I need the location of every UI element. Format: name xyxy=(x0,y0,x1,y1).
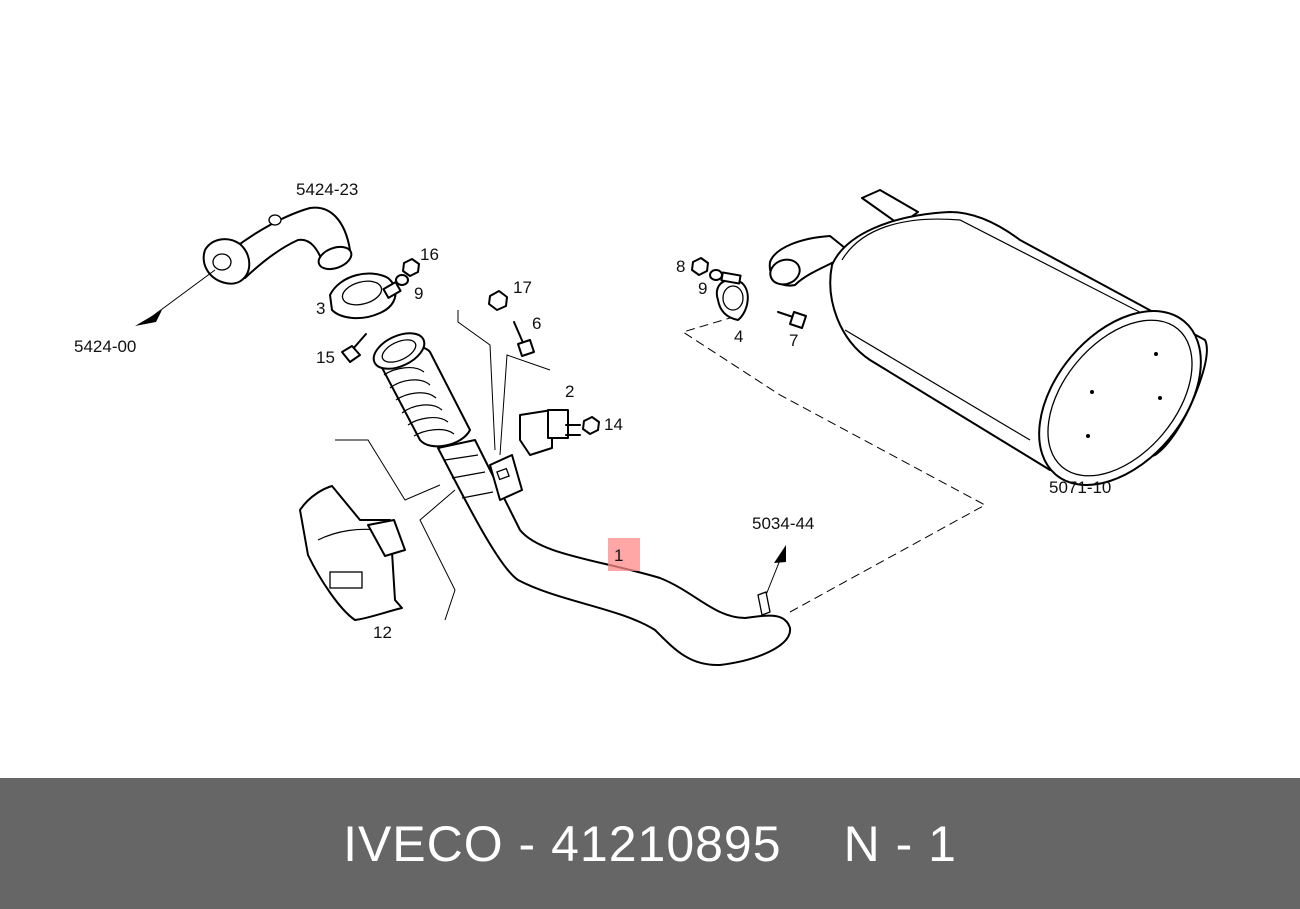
nut-17 xyxy=(488,290,508,311)
leader-lines xyxy=(335,310,551,621)
label-2: 2 xyxy=(565,382,574,401)
label-9-left: 9 xyxy=(414,284,423,303)
label-4: 4 xyxy=(734,327,743,346)
label-3: 3 xyxy=(316,299,325,318)
bolt-6 xyxy=(513,321,535,357)
part-1-highlight[interactable] xyxy=(608,538,640,571)
pipe-bracket xyxy=(489,454,523,501)
label-15: 15 xyxy=(316,348,335,367)
label-6: 6 xyxy=(532,314,541,333)
heat-shield-12 xyxy=(299,485,406,621)
label-5424-23: 5424-23 xyxy=(296,180,358,199)
label-5424-00: 5424-00 xyxy=(74,337,136,356)
flex-pipe-section xyxy=(372,332,471,448)
label-1[interactable]: 1 xyxy=(614,546,623,565)
dashed-connection xyxy=(681,317,987,613)
label-9-right: 9 xyxy=(698,279,707,298)
nut-16 xyxy=(402,258,420,277)
part-info-footer: IVECO - 41210895 N - 1 xyxy=(0,778,1300,909)
flange-gasket xyxy=(329,272,402,320)
exploded-parts-diagram: 5424-23 5424-00 16 9 3 15 17 6 2 14 12 1… xyxy=(74,180,1208,667)
support-bracket-2 xyxy=(519,409,581,456)
exhaust-elbow-pipe xyxy=(202,206,353,285)
rear-muffler xyxy=(768,189,1208,486)
nut-14 xyxy=(582,416,600,435)
label-12: 12 xyxy=(373,623,392,642)
part-reference: IVECO - 41210895 xyxy=(343,815,782,872)
label-17: 17 xyxy=(513,278,532,297)
label-7: 7 xyxy=(789,331,798,350)
arrow-to-5034-44 xyxy=(757,545,786,616)
clamp-4 xyxy=(715,271,749,321)
label-5034-44: 5034-44 xyxy=(752,514,814,533)
label-14: 14 xyxy=(604,415,623,434)
nut-8 xyxy=(691,257,709,276)
front-exhaust-pipe xyxy=(437,439,792,667)
bolt-15 xyxy=(341,333,367,363)
washer-9-right xyxy=(709,269,723,281)
label-16: 16 xyxy=(420,245,439,264)
label-5071-10: 5071-10 xyxy=(1049,478,1111,497)
part-position: N - 1 xyxy=(843,815,957,872)
arrow-to-5424-00 xyxy=(135,269,216,326)
label-8: 8 xyxy=(676,257,685,276)
bolt-7 xyxy=(777,311,807,329)
washer-9-left xyxy=(395,274,409,286)
